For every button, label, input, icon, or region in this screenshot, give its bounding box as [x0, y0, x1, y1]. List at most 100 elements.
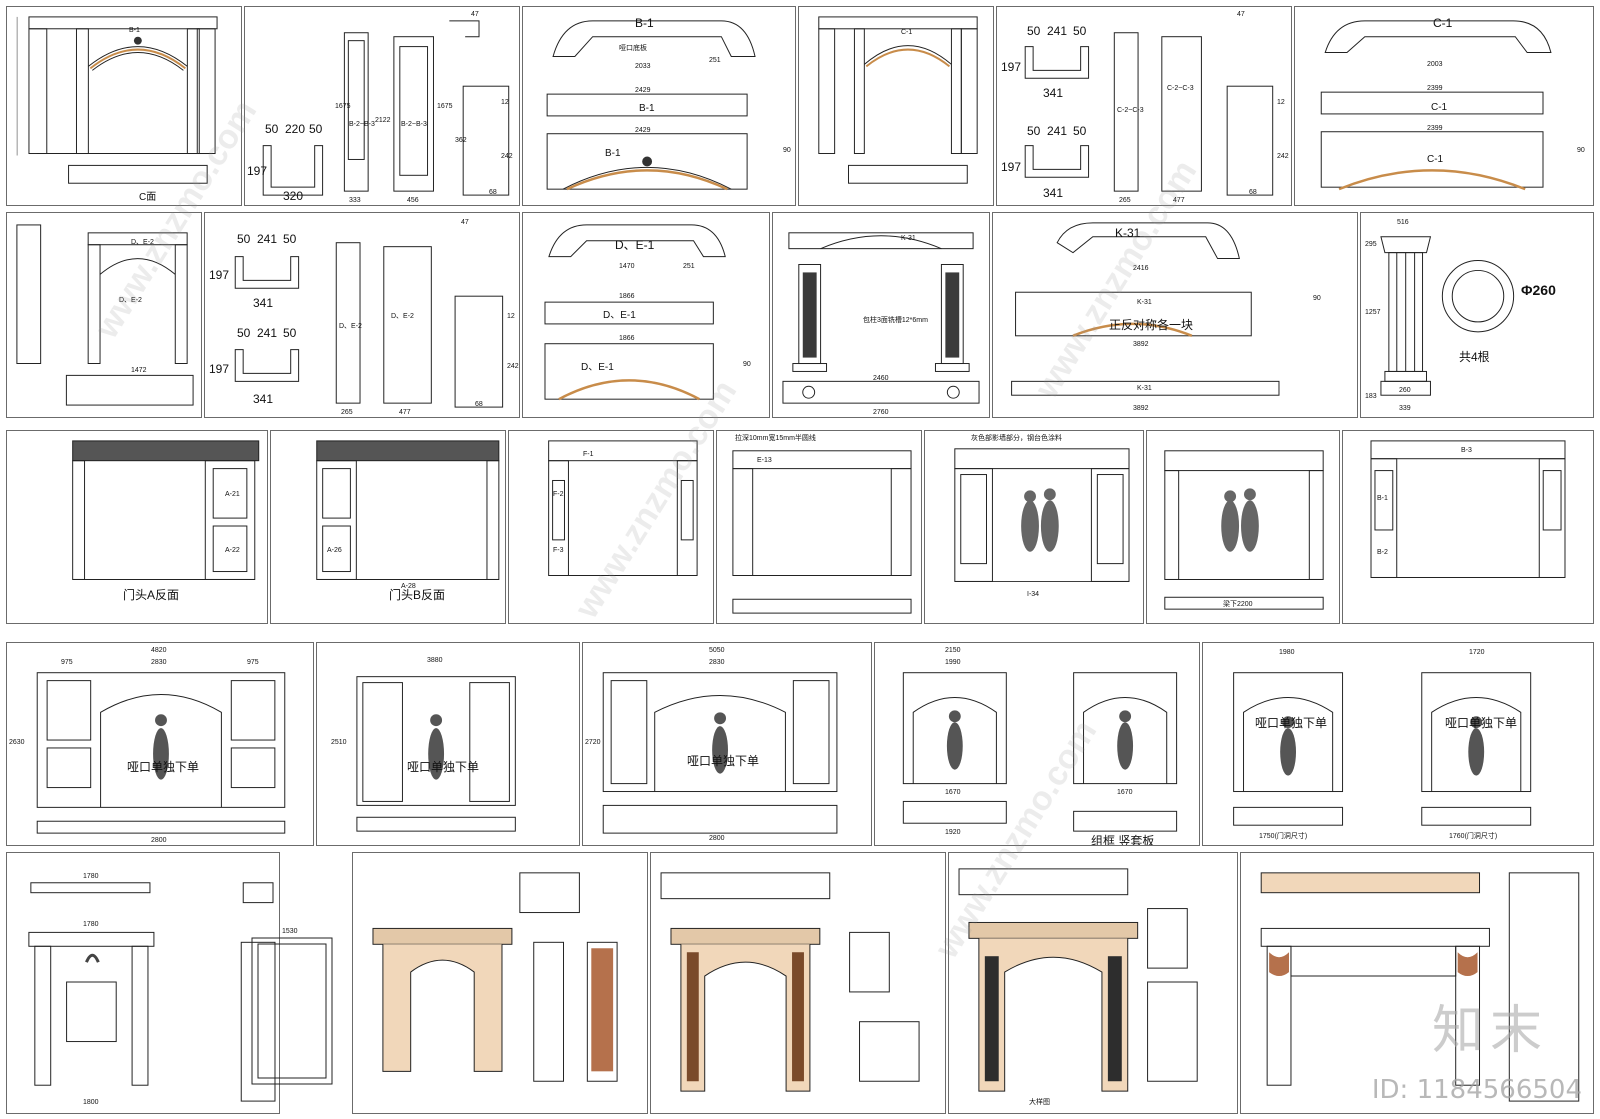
sheet-k31-elevation: K-31 包柱3面铣槽12*6mm 2460 2760	[772, 212, 990, 418]
header-board-drawing	[544, 224, 726, 401]
dim-label: 1750(门洞尺寸)	[1259, 833, 1308, 840]
drawing-note: 包柱3面铣槽12*6mm	[863, 317, 928, 324]
dim-label: 47	[471, 11, 479, 18]
frame-elevation	[732, 450, 912, 614]
arch-elevation-drawing	[16, 16, 218, 184]
elevation-tag: D、E-2	[131, 239, 154, 246]
dim-label: 2830	[709, 659, 725, 666]
dim-label: 2429	[635, 87, 651, 94]
part-tag: E-13	[757, 457, 772, 464]
part-tag: D、E-2	[339, 323, 362, 330]
dim-label: 50	[1027, 24, 1041, 38]
frame-detail-drawing	[28, 882, 276, 1102]
dim-label: 1675	[335, 103, 351, 110]
dim-label: 3880	[427, 657, 443, 664]
sheet-de2-elevation: D、E-2 D、E-2 1472	[6, 212, 202, 418]
pilaster-detail-drawing	[1024, 32, 1274, 196]
dim-label: 220	[285, 122, 306, 136]
dim-label: 1866	[619, 293, 635, 300]
part-tag: F-2	[553, 491, 564, 498]
dim-label: 197	[1001, 60, 1022, 74]
dim-label: 242	[501, 153, 513, 160]
fireplace-elevation	[1260, 872, 1580, 1102]
dim-label: 50	[1073, 124, 1087, 138]
brand-logo: 知末	[1431, 1001, 1548, 1061]
sheet-b2-pilaster: 50 220 50 197 320 B-2~B-3 B-2~B-3 333 45…	[244, 6, 520, 206]
part-tag: D、E-2	[391, 313, 414, 320]
dim-label: 265	[341, 409, 353, 416]
dim-label: 50	[237, 232, 251, 246]
part-tag: F-1	[583, 451, 594, 458]
frame-elevation	[1370, 440, 1566, 578]
pilaster-detail-drawing	[234, 242, 504, 408]
sheet-b1-elevation: B-1 C面	[6, 6, 242, 206]
center-note: 哑口单独下单	[687, 754, 760, 768]
drawing-title: 门头A反面	[123, 588, 180, 602]
dim-label: 1470	[619, 263, 635, 270]
part-tag: B-1	[639, 103, 655, 114]
dim-label: 90	[783, 147, 791, 154]
part-tag: B-2	[1377, 549, 1388, 556]
dim-label: 2399	[1427, 125, 1443, 132]
dim-label: 362	[455, 137, 467, 144]
dim-label: 242	[1277, 153, 1289, 160]
dim-label: 50	[265, 122, 279, 136]
sheet-arch-2150: 2150 1990 1670 1670 1920 组框 竖套板	[874, 642, 1200, 846]
drawing-note: 灰色部影墙部分，钢台色涂料	[971, 435, 1062, 442]
dim-label: 197	[209, 268, 230, 282]
doorway-figure-elevation	[1164, 450, 1324, 610]
dim-label: 5050	[709, 647, 725, 654]
sheet-roman-column: 516 Φ260 共4根 260 339 1257 295 183	[1360, 212, 1594, 418]
sheet-b1-header: B-1 哑口底板 2033 2429 B-1 2429 B-1 251 90	[522, 6, 796, 206]
dim-label: 68	[489, 189, 497, 196]
part-tag: A-26	[327, 547, 342, 554]
header-board-drawing	[1320, 20, 1552, 191]
part-tag: B-2~B-3	[401, 121, 427, 128]
sheet-e-elevation: 拉深10mm宽15mm半圆线 E-13	[716, 430, 922, 624]
sheet-b-panel-elevation: B-1 B-2 B-3	[1342, 430, 1594, 624]
dim-label: 2800	[709, 835, 725, 842]
drawing-title: K-31	[901, 235, 916, 242]
column-arch-drawing	[782, 232, 980, 404]
dim-label: 341	[253, 392, 274, 406]
part-tag: C-1	[1431, 102, 1448, 113]
sheet-arch-1980: 1980 1720 哑口单独下单 哑口单独下单 1750(门洞尺寸) 1760(…	[1202, 642, 1594, 846]
drawing-title: 拉深10mm宽15mm半圆线	[735, 435, 816, 442]
colored-arch-drawing	[660, 872, 920, 1092]
center-note: 哑口单独下单	[1445, 716, 1518, 730]
center-note: 哑口单独下单	[407, 760, 480, 774]
dim-label: 241	[1047, 24, 1068, 38]
dim-label: 241	[257, 326, 278, 340]
part-tag: C-1	[1427, 154, 1444, 165]
dim-label: 4820	[151, 647, 167, 654]
part-tag: B-1	[605, 148, 621, 159]
drawing-note: 哑口底板	[619, 45, 647, 52]
arch-elevation-drawing	[818, 16, 978, 184]
elevation-tag: B-1	[129, 27, 140, 34]
sheet-arch-3880: 3880 哑口单独下单 2510	[316, 642, 580, 846]
dim-label: 241	[1047, 124, 1068, 138]
dim-label: 12	[507, 313, 515, 320]
dim-label: 477	[1173, 197, 1185, 204]
dim-label: 50	[283, 326, 297, 340]
dim-label: 2760	[873, 409, 889, 416]
sheet-c2-pilaster: 50 241 50 197 341 50 241 50 197 341 C-2~…	[996, 6, 1292, 206]
part-tag: F-3	[553, 547, 564, 554]
part-tag: D、E-1	[581, 362, 614, 373]
dim-label: 2416	[1133, 265, 1149, 272]
dim-label: 1720	[1469, 649, 1485, 656]
dim-label: 3892	[1133, 341, 1149, 348]
dim-label: 477	[399, 409, 411, 416]
arch-wall-elevation	[602, 672, 838, 834]
sheet-arch-4820: 4820 2830 975 975 哑口单独下单 2800 2630	[6, 642, 314, 846]
center-note: 哑口单独下单	[127, 760, 200, 774]
door-head-elevation	[316, 440, 500, 580]
part-tag: K-31	[1137, 385, 1152, 392]
center-note: 哑口单独下单	[1255, 716, 1328, 730]
sheet-de2-pilaster: 50 241 50 197 341 50 241 50 197 341 D、E-…	[204, 212, 520, 418]
sheet-arch-color-2	[650, 852, 946, 1114]
part-tag: C-2~C-3	[1117, 107, 1144, 114]
arch-elevation-drawing	[16, 224, 194, 406]
dim-label: 1670	[945, 789, 961, 796]
dim-label: 242	[507, 363, 519, 370]
